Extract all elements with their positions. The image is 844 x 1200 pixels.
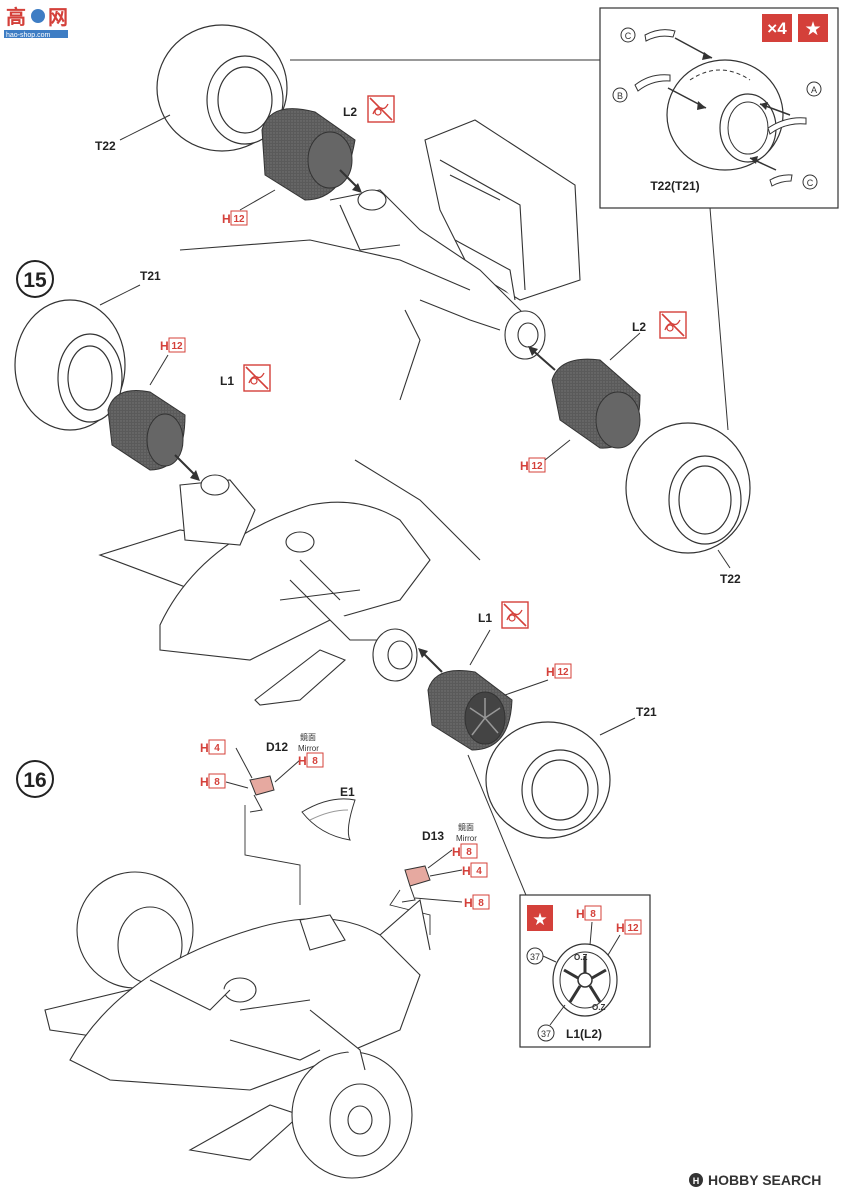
label-l2-top: L2 [343,105,357,119]
label-h8-top-left: H 8 [200,773,226,789]
h12-top-number: 12 [233,214,245,225]
front-car-body [98,459,481,706]
label-h4-d13: H 4 [462,862,488,878]
h8-d13a-number: 8 [466,847,472,858]
tire-t22-right [625,422,751,554]
mirror-d13 [401,849,463,903]
quantity-badge: ×4 [767,19,787,38]
h4-top-number: 4 [214,743,220,754]
wheel-l2-right [528,346,641,449]
hobby-search-logo: H HOBBY SEARCH [689,1172,821,1188]
label-t21-left: T21 [140,269,161,283]
h12-bottom-number: 12 [557,667,569,678]
label-c-2: C [807,178,814,188]
wheel-l1-left [107,390,200,481]
h12-right-letter: H [520,459,529,473]
mirror-jp-2: 鏡面 [458,822,474,832]
brand-mark: H [693,1176,700,1186]
wheel-l1-bottom [418,648,513,751]
h12-left-letter: H [160,339,169,353]
wheel-l2-top [261,108,362,201]
h8-tr-number: 8 [312,756,318,767]
label-h8-d13-bottom: H 8 [464,894,490,910]
tire-t22-top [156,24,288,152]
h8-wheel-number: 8 [590,909,596,920]
step-16-number: 16 [23,769,46,792]
wheel-callout-caption: L1(L2) [566,1027,602,1041]
part-e1 [301,798,356,841]
label-l1-left: L1 [220,374,234,388]
watermark-char-2: 网 [48,7,68,29]
label-h12-left: H 12 [160,337,186,353]
decal-37-bottom: 37 [541,1029,551,1039]
label-h12-top: H 12 [222,210,248,226]
tire-detail-callout: ×4 ★ C B A C T22(T21) [599,7,839,209]
h12-right-number: 12 [531,461,543,472]
star-icon: ★ [804,18,821,40]
wheel-detail-callout: ★ H 8 H 12 O.Z O.Z 37 37 L1(L2) [519,894,651,1048]
rim-decal-text-2: O.Z [592,1003,605,1012]
h8-tl-number: 8 [214,777,220,788]
watermark-domain: hao-shop.com [6,32,51,39]
label-l2-right: L2 [632,320,646,334]
label-t22-right: T22 [720,572,741,586]
h8-wheel-letter: H [576,907,585,921]
label-d12: D12 [266,740,288,754]
h4-top-letter: H [200,741,209,755]
label-a: A [811,85,817,95]
label-d13: D13 [422,829,444,843]
watermark-char-1: 高 [6,5,26,29]
h8-tr-letter: H [298,754,307,768]
label-t22-top: T22 [95,139,116,153]
label-c-1: C [625,31,632,41]
label-l1-bottom: L1 [478,611,492,625]
watermark-logo: 高 网 hao-shop.com [4,5,68,39]
h4-d13-number: 4 [476,866,482,877]
h12-wheel-number: 12 [627,923,639,934]
no-glue-icon-2 [243,364,271,392]
assembled-car [44,871,431,1179]
h8-d13b-letter: H [464,896,473,910]
rear-car-body [179,119,581,401]
label-h12-bottom: H 12 [546,663,572,679]
mirror-jp-1: 鏡面 [300,732,316,742]
mirror-en-2: Mirror [456,834,477,843]
tire-t21-left [14,299,126,431]
label-h12-wheel: H 12 [616,919,642,935]
mirror-d12 [235,747,301,813]
no-glue-icon [367,95,395,123]
label-h8-top-right: H 8 [298,752,324,768]
label-b: B [617,91,623,101]
step-15-number: 15 [23,269,47,292]
no-glue-icon-4 [501,601,529,629]
h12-bottom-letter: H [546,665,555,679]
label-h8-wheel: H 8 [576,905,602,921]
decal-37-top: 37 [530,952,540,962]
h12-wheel-letter: H [616,921,625,935]
step-16-marker: 16 [16,760,54,798]
label-h4-top: H 4 [200,739,226,755]
step-15-marker: 15 [16,260,54,298]
label-e1: E1 [340,785,355,799]
h8-d13b-number: 8 [478,898,484,909]
h8-d13a-letter: H [452,845,461,859]
label-h12-right: H 12 [520,457,546,473]
star-icon-2: ★ [532,910,547,930]
h12-left-number: 12 [171,341,183,352]
h8-tl-letter: H [200,775,209,789]
mirror-en-1: Mirror [298,744,319,753]
label-h8-d13-top: H 8 [452,843,478,859]
h12-top-letter: H [222,212,231,226]
label-t21-bottom: T21 [636,705,657,719]
h4-d13-letter: H [462,864,471,878]
rim-decal-text-1: O.Z [574,953,587,962]
callout-caption: T22(T21) [650,179,699,193]
tire-t21-bottom [485,721,611,839]
brand-name: HOBBY SEARCH [708,1172,821,1188]
no-glue-icon-3 [659,311,687,339]
rim-spokes [563,956,607,1003]
